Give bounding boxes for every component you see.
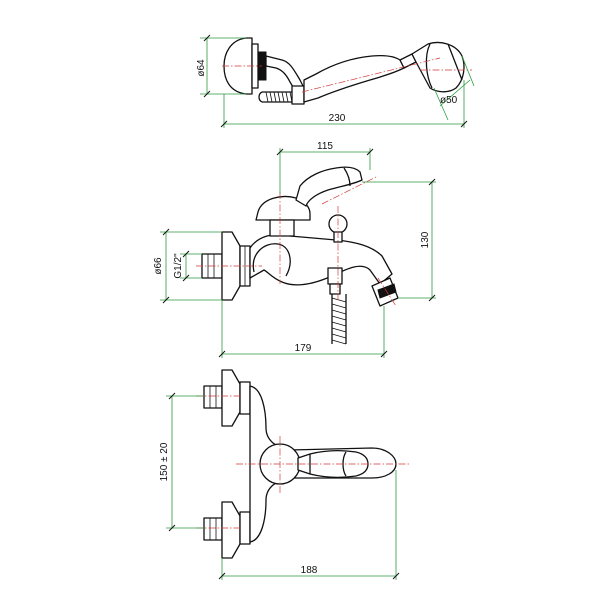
dim-label-150: 150 ± 20 <box>159 442 170 481</box>
dim-label-50: ø50 <box>440 95 458 106</box>
side-view: 115 130 ø66 G1/2" <box>153 141 436 358</box>
dim-flange-diameter: ø66 <box>153 228 222 304</box>
dim-label-thread: G1/2" <box>173 253 184 279</box>
hose-outlet <box>327 267 343 285</box>
bottom-inlet-flange <box>221 501 241 559</box>
dim-label-64: ø64 <box>196 59 207 77</box>
outlet-hose <box>331 294 347 345</box>
dim-label-188: 188 <box>301 565 318 576</box>
dim-height: 130 <box>362 178 436 302</box>
top-inlet-pipe <box>203 385 223 409</box>
dim-overall-width: 188 <box>218 470 400 580</box>
dim-hand-shower-diameter: ø64 <box>196 34 246 98</box>
bottom-inlet-pipe <box>203 517 223 541</box>
hand-shower-view: ø64 ø50 230 <box>196 34 475 128</box>
dim-label-130: 130 <box>420 231 431 248</box>
dim-depth: 179 <box>218 300 388 358</box>
mixer-body <box>249 233 393 286</box>
dim-thread: G1/2" <box>173 250 202 282</box>
shower-handle <box>303 54 405 103</box>
top-inlet-flange <box>221 369 241 427</box>
dim-label-66: ø66 <box>153 257 164 275</box>
dim-label-179: 179 <box>295 343 312 354</box>
dim-head-diameter: ø50 <box>433 55 475 121</box>
dim-spout-reach: 115 <box>276 141 374 194</box>
lever-handle <box>295 166 363 207</box>
dim-label-230: 230 <box>329 113 346 124</box>
dim-centers: 150 ± 20 <box>159 392 204 532</box>
dim-hand-shower-length: 230 <box>220 80 468 128</box>
dim-label-115: 115 <box>317 141 333 152</box>
hose-nut <box>291 85 305 105</box>
shower-hose <box>258 91 293 103</box>
top-view: 150 ± 20 188 <box>159 369 410 580</box>
shower-head <box>411 41 465 93</box>
